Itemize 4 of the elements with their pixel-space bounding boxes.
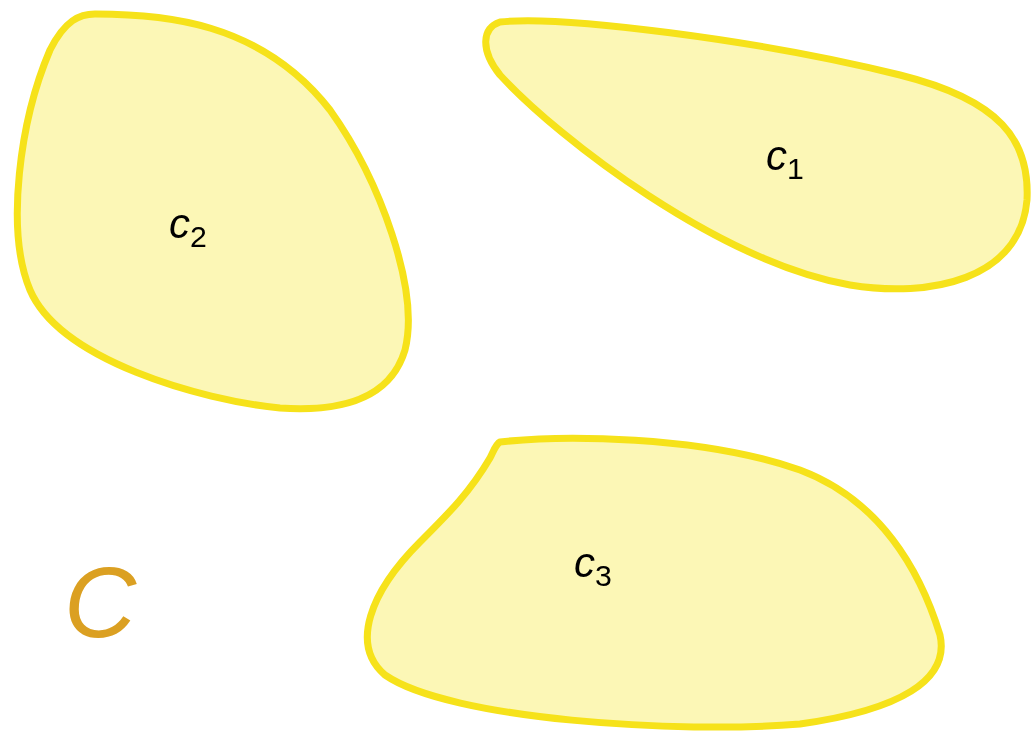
region-label: c$_{1}$ (766, 135, 804, 185)
region-label: c$_{3}$ (574, 542, 612, 592)
set-label: C (64, 552, 137, 652)
region-label: c$_{2}$ (169, 203, 207, 253)
